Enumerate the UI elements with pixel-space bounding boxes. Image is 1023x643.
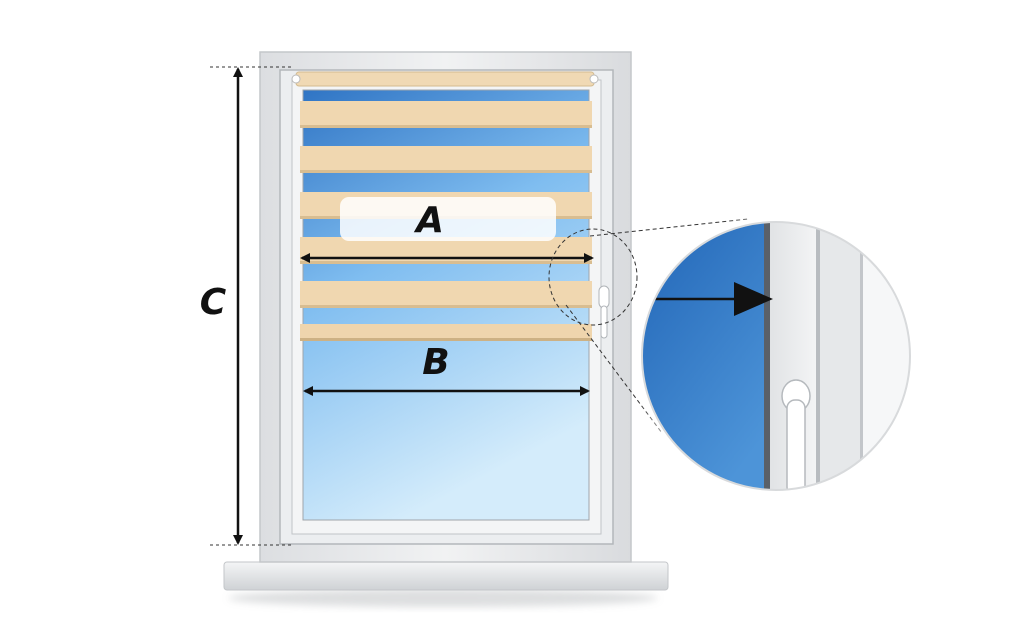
label-a-background <box>340 197 556 241</box>
dimension-c: C <box>200 66 292 546</box>
dimension-b-label: B <box>422 342 449 383</box>
dimension-a-label: A <box>413 200 444 241</box>
blind-cassette <box>295 71 595 87</box>
dimension-b: B <box>303 342 590 396</box>
dimension-c-label: C <box>200 282 227 323</box>
magnifier-arrow-head <box>734 282 773 316</box>
detail-ellipse <box>548 228 638 326</box>
dimension-a: A <box>300 200 594 263</box>
window-sill <box>223 561 669 607</box>
magnifier-handle <box>781 379 811 490</box>
window-handle <box>598 285 610 339</box>
magnifier-detail <box>638 218 914 494</box>
detail-callout <box>548 218 749 434</box>
